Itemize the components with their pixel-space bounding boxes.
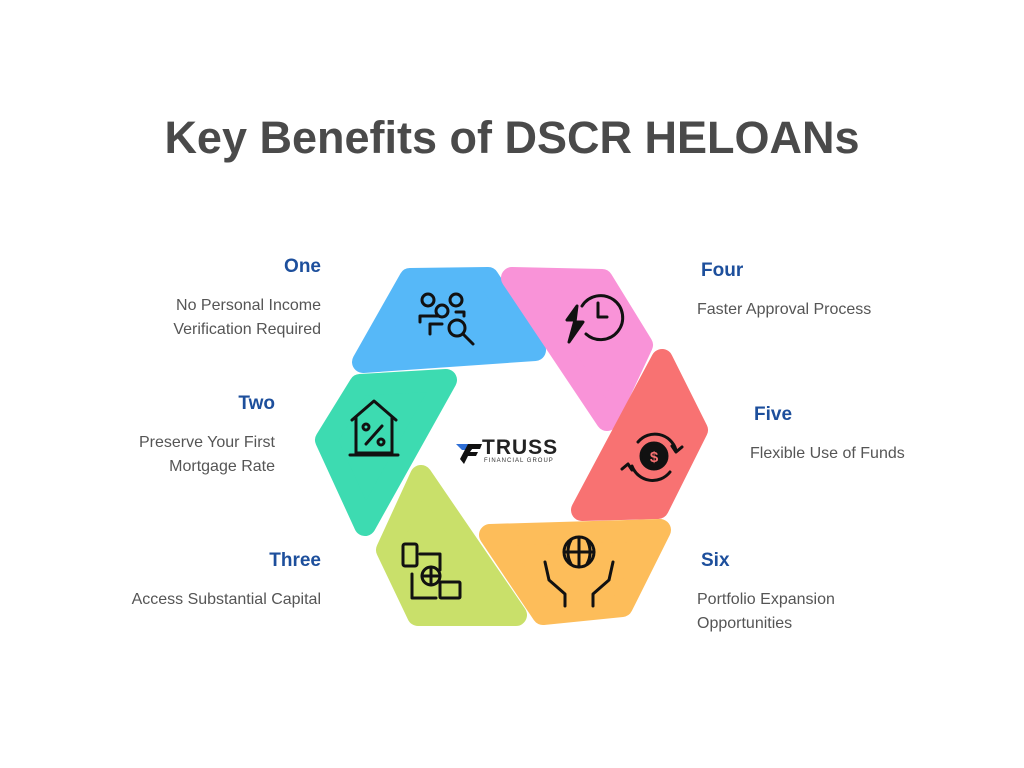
- benefit-three: Three Access Substantial Capital: [61, 550, 321, 612]
- benefit-four: Four Faster Approval Process: [697, 260, 957, 322]
- benefit-text: Faster Approval Process: [697, 301, 872, 318]
- segment-one: [352, 267, 546, 373]
- fast-clock-icon: [565, 294, 625, 344]
- benefit-text: Preserve Your First Mortgage Rate: [138, 434, 275, 475]
- logo-name: TRUSS: [482, 436, 559, 459]
- benefit-text: Portfolio Expansion Opportunities: [697, 591, 835, 632]
- benefit-heading: Two: [238, 393, 275, 414]
- benefit-heading: Three: [269, 550, 321, 571]
- truss-logo: TRUSS FINANCIAL GROUP: [452, 436, 576, 470]
- benefit-text: Access Substantial Capital: [131, 591, 321, 608]
- hands-globe-icon: [543, 535, 615, 608]
- benefit-heading: One: [284, 256, 321, 277]
- benefit-six: Six Portfolio Expansion Opportunities: [697, 550, 957, 636]
- benefit-heading: Five: [754, 404, 793, 425]
- logo-subtitle: FINANCIAL GROUP: [484, 458, 554, 464]
- people-search-icon: [418, 292, 475, 346]
- page-title: Key Benefits of DSCR HELOANs: [164, 112, 860, 163]
- truss-logo-mark: [456, 444, 482, 464]
- benefit-text: Flexible Use of Funds: [750, 445, 905, 462]
- devices-globe-transfer-icon: [401, 542, 462, 600]
- segment-six: [479, 519, 671, 625]
- benefit-one: One No Personal Income Verification Requ…: [61, 256, 321, 342]
- dollar-sign: $: [650, 449, 659, 466]
- segment-four: [501, 267, 653, 431]
- dollar-cycle-icon: [620, 432, 684, 482]
- benefit-text: No Personal Income Verification Required: [173, 297, 321, 338]
- benefit-five: Five Flexible Use of Funds: [750, 404, 1010, 466]
- benefit-heading: Four: [701, 260, 744, 281]
- segment-three: [376, 465, 527, 626]
- benefit-heading: Six: [701, 550, 730, 571]
- benefit-two: Two Preserve Your First Mortgage Rate: [15, 393, 275, 479]
- house-percent-icon: [348, 399, 400, 457]
